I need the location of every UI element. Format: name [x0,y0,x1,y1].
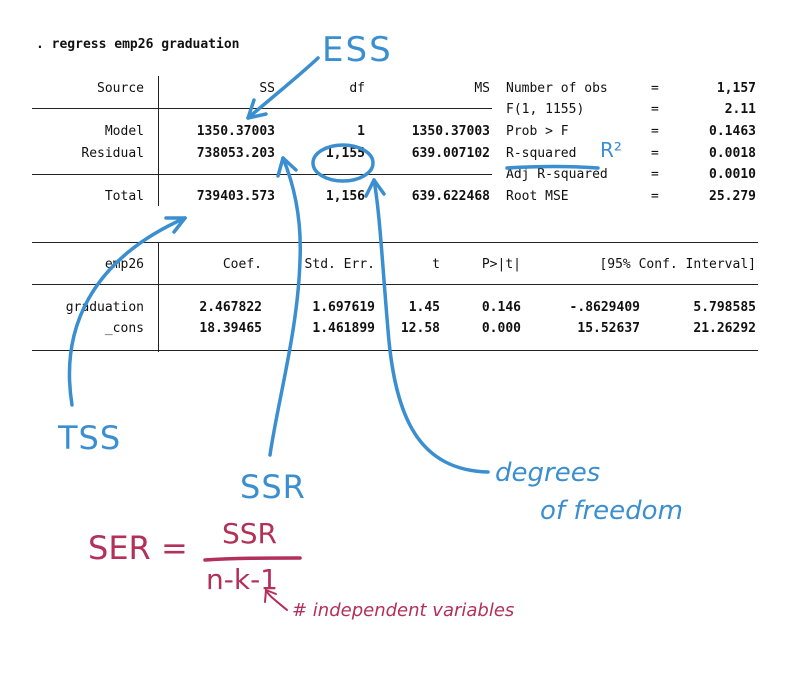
coef-ci-low: 15.52637 [577,321,640,336]
coef-header-se: Std. Err. [304,257,375,272]
coef-header-coef: Coef. [222,257,262,272]
anova-total-df: 1,156 [325,189,365,204]
ssr-arrow [268,156,303,457]
anova-total-label: Total [104,189,144,204]
stat-eq: = [651,81,659,96]
dof-annotation-line2: of freedom [540,496,683,526]
tss-arrowhead [164,216,187,234]
anova-model-ms: 1350.37003 [411,124,490,139]
stata-command: . regress emp26 graduation [36,37,240,52]
dof-annotation-line1: degrees [495,458,601,488]
coef-var: _cons [104,321,144,336]
anova-residual-label: Residual [81,146,144,161]
anova-total-ss: 739403.573 [196,189,275,204]
stat-value: 0.0018 [709,146,756,161]
dof-arrowhead [364,178,386,198]
coef-ci-high: 21.26292 [693,321,756,336]
df-circle [311,143,375,183]
ser-lhs: SER = [88,529,188,567]
coef-t: 12.58 [400,321,440,336]
coef-ci-high: 5.798585 [693,300,756,315]
anova-header-source: Source [97,81,144,96]
stat-value: 1,157 [716,81,756,96]
stat-label: Root MSE [506,189,569,204]
anova-header-rule [32,108,492,109]
coef-se: 1.697619 [312,300,375,315]
anova-residual-ms: 639.007102 [411,146,490,161]
coef-value: 18.39465 [199,321,262,336]
coef-value: 2.467822 [199,300,262,315]
coef-t: 1.45 [408,300,440,315]
coef-p: 0.000 [481,321,521,336]
ssr-annotation: SSR [240,468,306,506]
stat-eq: = [651,124,659,139]
coef-header-ci: [95% Conf. Interval] [599,257,756,272]
anova-residual-df: 1,155 [325,146,365,161]
coef-header-p: P>|t| [481,257,521,272]
stat-value: 0.0010 [709,167,756,182]
ser-denominator: n-k-1 [206,563,278,596]
stat-value: 2.11 [724,102,756,117]
coef-header-rule [32,284,758,285]
anova-header-df: df [349,81,365,96]
stat-label: Number of obs [506,81,608,96]
tss-annotation: TSS [58,419,122,457]
coef-ci-low: -.8629409 [569,300,640,315]
anova-vertical-rule [158,76,159,206]
stat-eq: = [651,102,659,117]
coef-se: 1.461899 [312,321,375,336]
stat-eq: = [651,189,659,204]
coef-top-rule [32,242,758,243]
stat-label: R-squared [506,146,577,161]
stat-label: Prob > F [506,124,569,139]
anova-model-df: 1 [357,124,365,139]
coef-bottom-rule [32,350,758,351]
ess-annotation: ESS [322,30,393,70]
anova-header-ms: MS [474,81,490,96]
ser-fraction-bar [203,556,302,562]
stat-eq: = [651,167,659,182]
stat-eq: = [651,146,659,161]
stat-label: F(1, 1155) [506,102,585,117]
ess-arrow [246,56,320,120]
stat-value: 25.279 [709,189,756,204]
coef-vertical-rule [158,242,159,352]
coef-header-t: t [432,257,440,272]
ssr-arrowhead [276,156,298,178]
ess-arrowhead [246,98,268,120]
anova-model-ss: 1350.37003 [196,124,275,139]
dof-arrow [372,178,490,474]
indep-arrowhead [264,589,277,603]
anova-model-label: Model [104,124,144,139]
coef-header-var: emp26 [104,257,144,272]
anova-total-ms: 639.622468 [411,189,490,204]
r2-annotation: R² [600,138,622,162]
coef-p: 0.146 [481,300,521,315]
stat-label: Adj R-squared [506,167,608,182]
tss-arrow [67,216,187,407]
ser-numerator: SSR [222,517,278,550]
anova-residual-ss: 738053.203 [196,146,275,161]
stat-value: 0.1463 [709,124,756,139]
anova-header-ss: SS [259,81,275,96]
r2-underline [505,164,600,170]
indep-vars-note: # independent variables [292,600,515,621]
anova-total-rule [32,174,492,175]
